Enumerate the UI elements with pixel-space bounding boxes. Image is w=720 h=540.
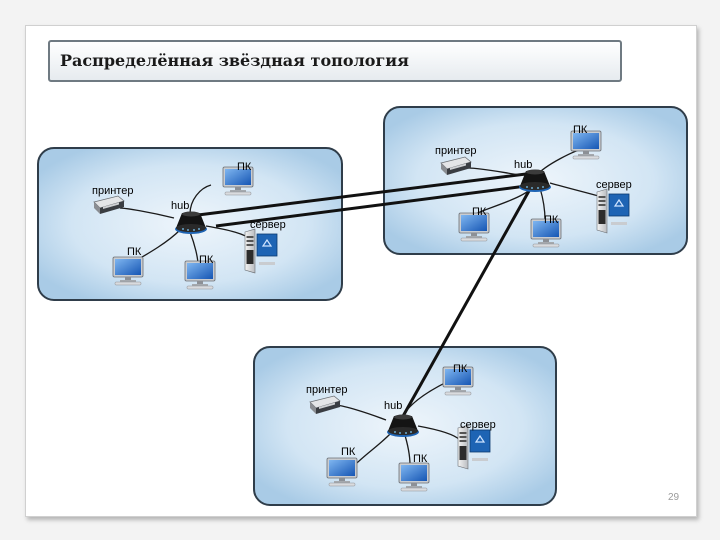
pc-label: ПК [453, 363, 468, 375]
printer-label: принтер [92, 185, 134, 197]
pc-label: ПК [544, 214, 559, 226]
backbone-link [189, 171, 535, 218]
pc-label: ПК [573, 124, 588, 136]
pc-label: ПК [472, 206, 487, 218]
hub-label: hub [384, 400, 403, 412]
server-label: сервер [596, 179, 632, 191]
slide-title: Распределённая звёздная топология [60, 51, 409, 70]
server-label: сервер [250, 219, 286, 231]
backbone-links [189, 171, 536, 419]
pc-label: ПК [127, 246, 142, 258]
pc-label: ПК [237, 161, 252, 173]
page-number: 29 [668, 492, 680, 503]
hub-label: hub [514, 159, 533, 171]
title-box: Распределённая звёздная топология [48, 40, 622, 82]
server-label: сервер [460, 419, 496, 431]
printer-label: принтер [306, 384, 348, 396]
backbone-link [400, 181, 536, 419]
backbone-link [215, 183, 535, 228]
pc-label: ПК [341, 446, 356, 458]
pc-label: ПК [199, 254, 214, 266]
hub-label: hub [171, 200, 190, 212]
printer-label: принтер [435, 145, 477, 157]
pc-label: ПК [413, 453, 428, 465]
